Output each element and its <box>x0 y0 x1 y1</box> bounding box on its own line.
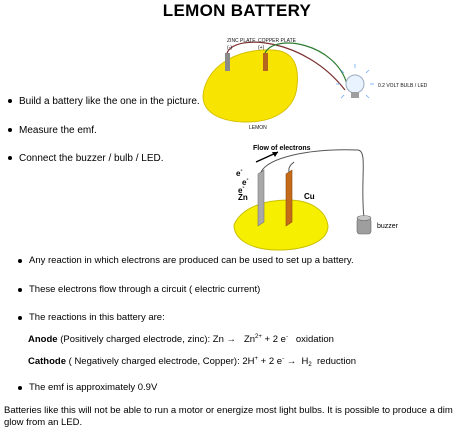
buzzer-label: buzzer <box>377 223 399 230</box>
bullet-dot <box>18 386 22 390</box>
bullet-electrons-flow: These electrons flow through a circuit (… <box>29 284 261 295</box>
lemon-label: LEMON <box>249 125 267 131</box>
bullet-reactions: The reactions in this battery are: <box>29 312 165 323</box>
bullet-emf: The emf is approximately 0.9V <box>29 382 158 393</box>
electron-3: e- <box>238 185 245 195</box>
lemon-shape <box>202 49 298 123</box>
cu-electrode <box>285 169 293 227</box>
zn-label: Zn <box>238 193 248 202</box>
bulb-icon <box>345 74 365 94</box>
bullet-build: Build a battery like the one in the pict… <box>19 96 200 107</box>
bulb-label: 0.2 VOLT BULB / LED <box>378 83 428 89</box>
electron-2: e- <box>242 177 249 187</box>
zinc-plate-label: ZINC PLATE <box>227 38 256 44</box>
bullet-dot <box>8 128 12 132</box>
cathode-line: Cathode ( Negatively charged electrode, … <box>28 356 357 368</box>
electron-flow-figure <box>233 149 372 251</box>
cu-label: Cu <box>304 192 315 201</box>
lemon-shape-2 <box>233 199 329 251</box>
footer-note: Batteries like this will not be able to … <box>4 405 453 428</box>
bullet-dot <box>8 156 12 160</box>
lemon-battery-figure <box>202 41 374 123</box>
electron-1: e- <box>236 168 243 178</box>
bullet-dot <box>18 288 22 292</box>
bullet-connect: Connect the buzzer / bulb / LED. <box>19 153 164 164</box>
flow-label: Flow of electrons <box>253 145 311 152</box>
bullet-dot <box>18 259 22 263</box>
bullet-any-reaction: Any reaction in which electrons are prod… <box>29 255 354 266</box>
bullet-dot <box>8 99 12 103</box>
zinc-plate <box>225 53 230 71</box>
copper-sign: (+) <box>258 45 265 51</box>
zinc-sign: (-) <box>227 45 232 51</box>
wire-copper <box>264 42 348 85</box>
bullet-measure: Measure the emf. <box>19 125 97 136</box>
anode-line: Anode (Positively charged electrode, zin… <box>28 334 334 345</box>
page-title: LEMON BATTERY <box>162 1 312 20</box>
copper-plate <box>263 53 268 71</box>
zn-electrode <box>257 169 265 227</box>
circuit-wire <box>260 149 365 219</box>
bullet-dot <box>18 316 22 320</box>
wire-zinc <box>226 41 346 91</box>
copper-plate-label: COPPER PLATE <box>258 38 296 44</box>
